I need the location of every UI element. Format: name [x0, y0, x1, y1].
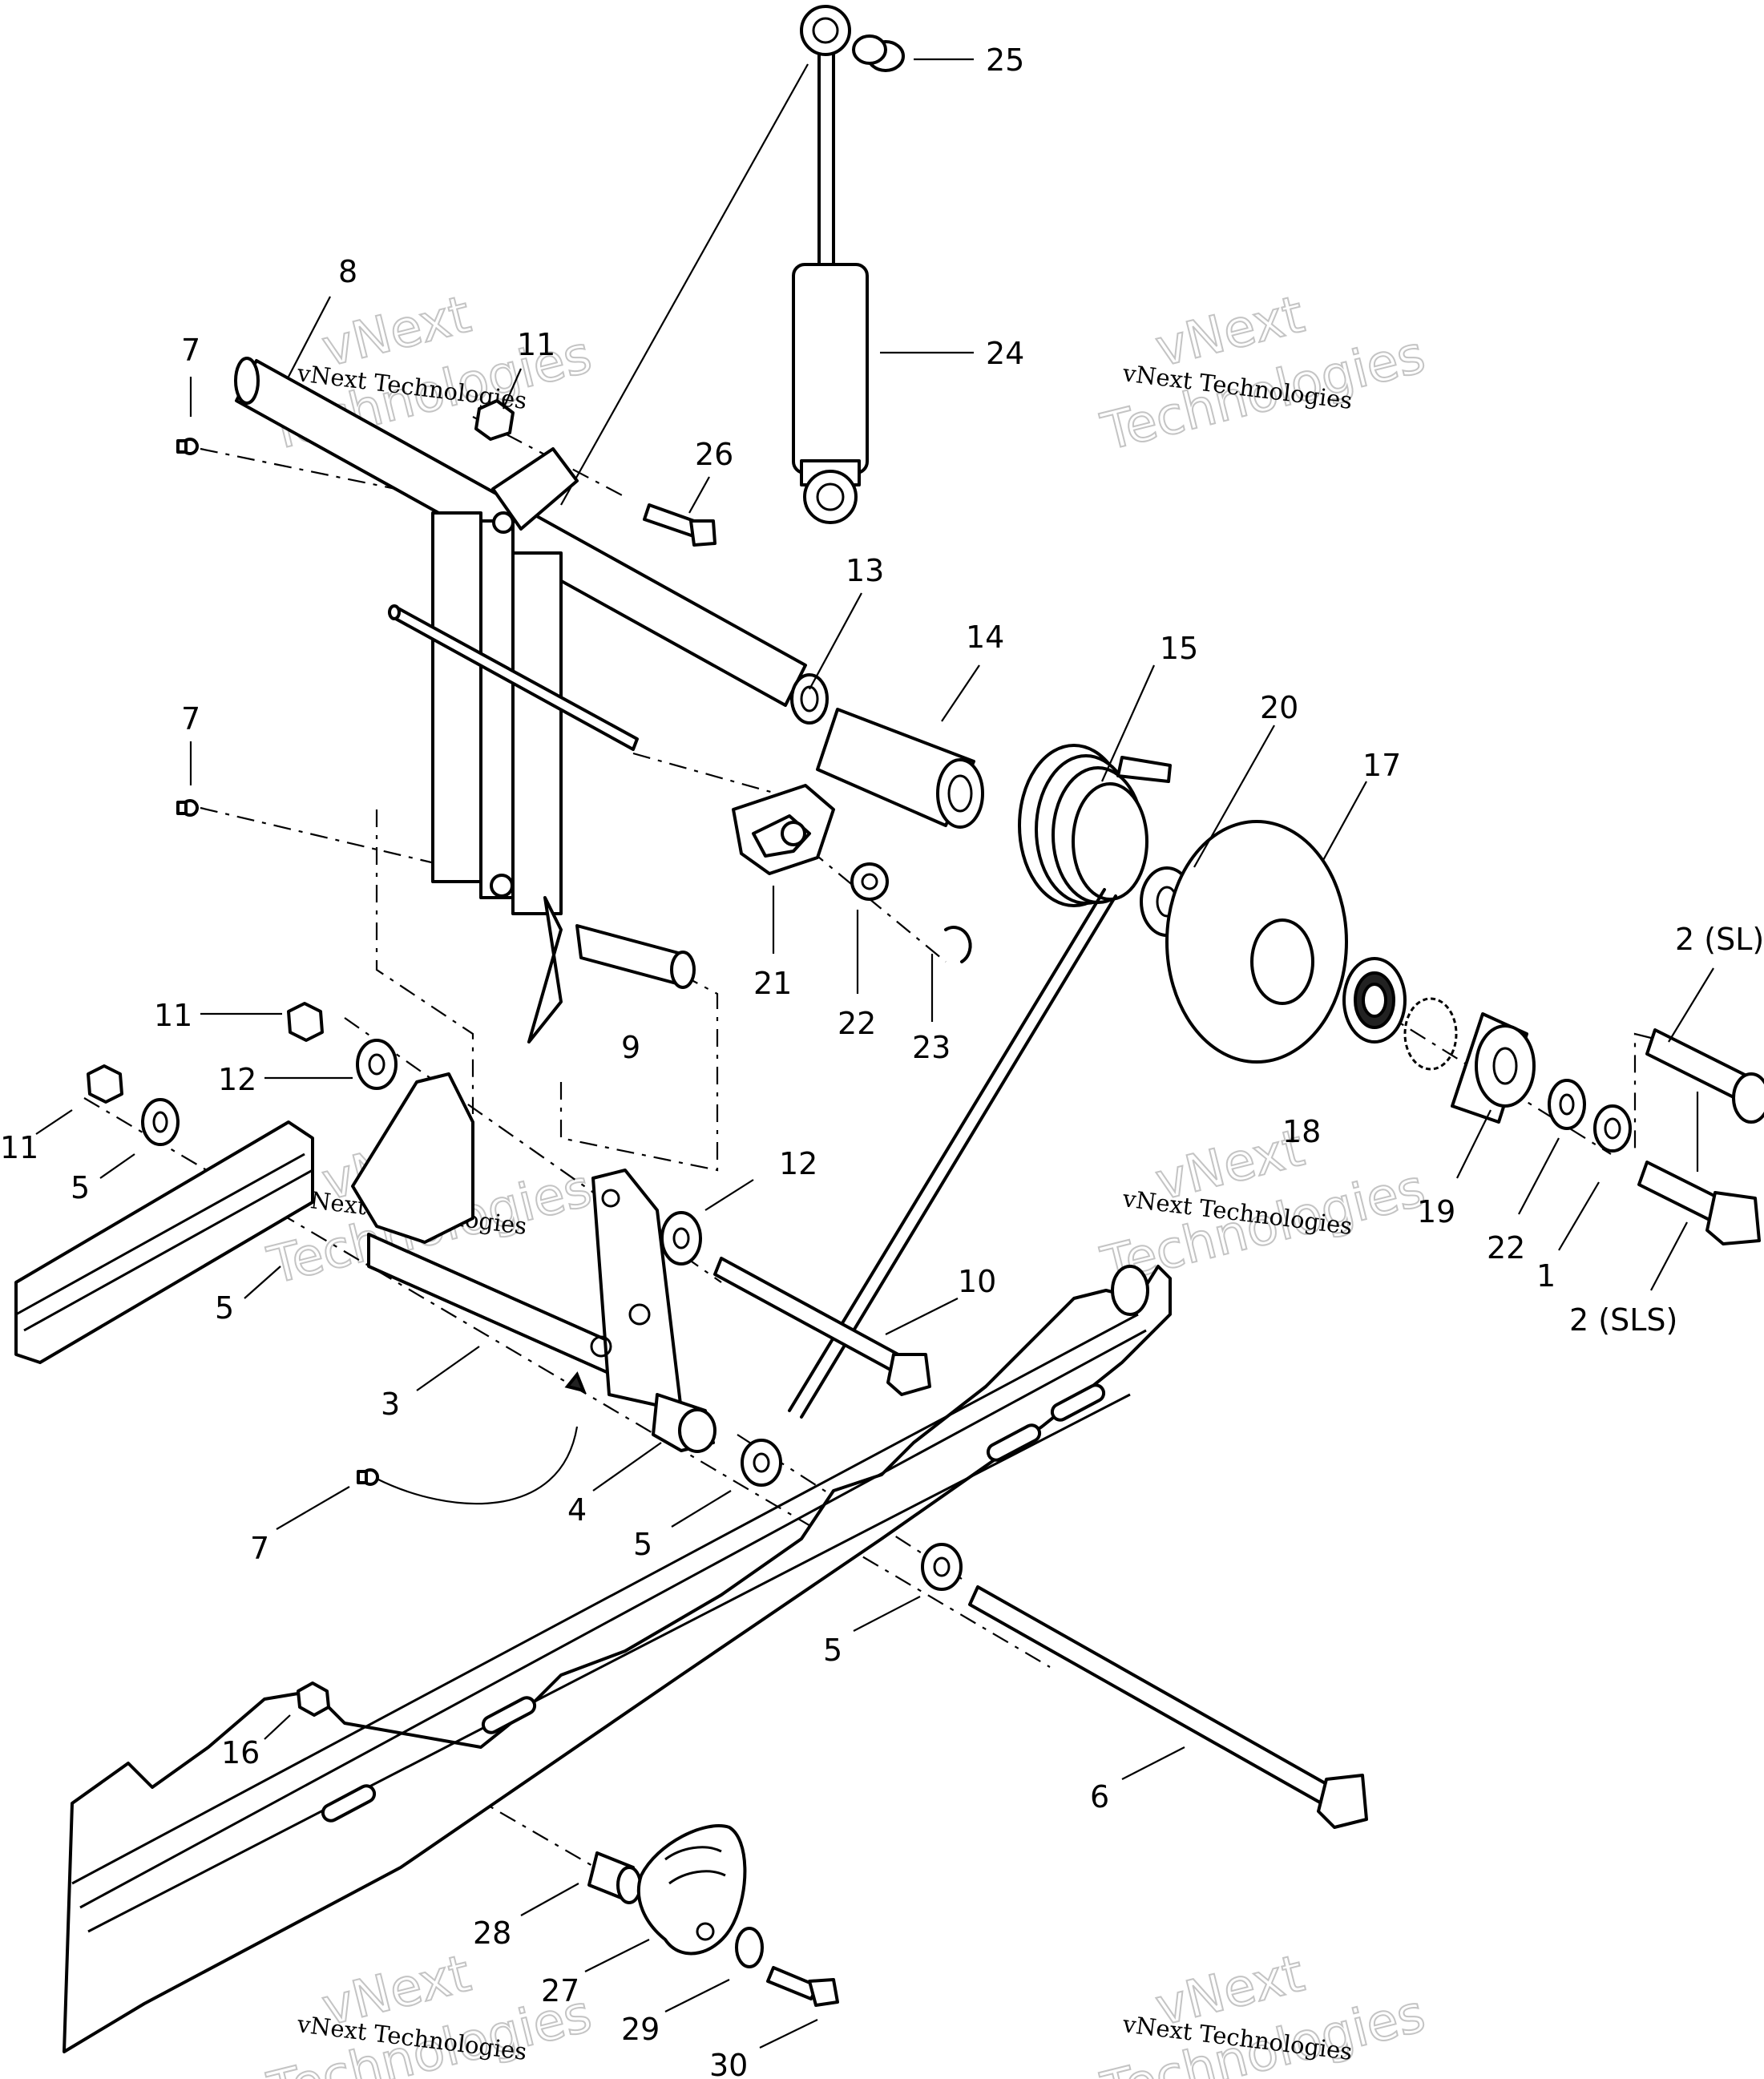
left-slide-rail — [14, 1120, 314, 1364]
bolt-10 — [713, 1257, 931, 1396]
callout-leaders — [35, 58, 1714, 2049]
callout-11-left: 11 — [0, 1130, 38, 1165]
callout-9: 9 — [621, 1030, 640, 1065]
callout-25: 25 — [986, 42, 1024, 78]
washer-12-upper — [356, 1039, 398, 1090]
callout-16: 16 — [221, 1735, 260, 1770]
callout-2-sl: 2 (SL) — [1675, 922, 1764, 957]
callout-7-middle: 7 — [181, 701, 200, 737]
callout-5-frame: 5 — [215, 1290, 234, 1326]
hex-bolt-sls — [1637, 1161, 1761, 1245]
circlip-ring — [1403, 997, 1458, 1071]
callout-15: 15 — [1160, 631, 1198, 666]
callout-7-bottom: 7 — [250, 1531, 269, 1566]
callout-29: 29 — [621, 2012, 660, 2047]
assembly-lines — [83, 416, 1652, 1876]
upper-arm-assembly — [234, 357, 829, 1044]
screw-30 — [766, 1966, 839, 2007]
callout-22-left: 22 — [838, 1006, 876, 1041]
nut-11-upper-left — [287, 1002, 324, 1042]
callout-12-upper: 12 — [218, 1062, 256, 1097]
callout-5-right: 5 — [823, 1633, 842, 1668]
cross-shaft-frame — [351, 1072, 716, 1453]
callout-20: 20 — [1260, 690, 1298, 725]
bushing-28 — [587, 1851, 642, 1904]
callout-12-lower: 12 — [779, 1146, 817, 1181]
nut-11-left — [87, 1064, 123, 1104]
lock-washer-1 — [1593, 1104, 1632, 1153]
long-bolt-6 — [968, 1585, 1368, 1829]
callout-27: 27 — [541, 1973, 579, 2008]
callout-28: 28 — [473, 1916, 511, 1951]
washer-5-right — [921, 1543, 963, 1591]
callout-5-left: 5 — [71, 1170, 90, 1205]
watermark-bottom-right: vNext Technologies — [1095, 1944, 1431, 2079]
callout-17: 17 — [1362, 748, 1401, 783]
grease-fitting-middle — [176, 799, 199, 817]
stopper-27 — [636, 1824, 747, 1956]
callout-11-top: 11 — [517, 327, 555, 362]
e-clip-23 — [944, 926, 972, 963]
callout-13: 13 — [846, 553, 884, 588]
callout-14: 14 — [966, 620, 1004, 655]
socket-bolt-sl — [1645, 1028, 1764, 1124]
callout-10: 10 — [958, 1264, 996, 1299]
callout-22-right: 22 — [1487, 1230, 1525, 1266]
shock-absorber — [560, 5, 905, 524]
callout-labels: 25 24 8 7 11 26 13 14 15 20 17 7 21 22 2… — [0, 42, 1764, 2079]
grease-fitting-top — [176, 438, 199, 455]
callout-2-sls: 2 (SLS) — [1569, 1302, 1677, 1338]
callout-11-mid: 11 — [154, 998, 192, 1033]
washer-5-center — [741, 1439, 782, 1487]
callout-24: 24 — [986, 336, 1024, 371]
bearing-18 — [1342, 957, 1407, 1044]
callout-6: 6 — [1090, 1779, 1109, 1815]
pivot-tube — [816, 708, 984, 829]
washer-22-left — [850, 862, 889, 901]
callout-8: 8 — [338, 254, 357, 289]
washer-22-right — [1548, 1079, 1586, 1130]
spacer-19 — [1451, 1012, 1536, 1124]
callout-3: 3 — [381, 1387, 400, 1422]
callout-19: 19 — [1417, 1194, 1455, 1229]
nut-16 — [297, 1681, 330, 1717]
callout-26: 26 — [695, 437, 733, 472]
washer-29 — [735, 1927, 764, 1968]
bolt-26 — [643, 503, 716, 547]
callout-5-center: 5 — [633, 1527, 652, 1562]
washer-5-left — [141, 1098, 180, 1146]
callout-7-top: 7 — [181, 333, 200, 368]
callout-1: 1 — [1536, 1258, 1556, 1294]
adjuster-cam — [732, 784, 835, 875]
shock-bushing — [852, 34, 905, 72]
callout-21: 21 — [753, 966, 792, 1001]
idler-wheel — [1165, 820, 1348, 1064]
callout-18: 18 — [1282, 1114, 1321, 1149]
callout-4: 4 — [567, 1492, 587, 1528]
grease-fitting-bottom — [357, 1371, 587, 1505]
callout-23: 23 — [912, 1030, 951, 1065]
nut-top — [474, 399, 515, 441]
callout-30: 30 — [709, 2048, 748, 2079]
washer-12-lower — [660, 1211, 702, 1266]
